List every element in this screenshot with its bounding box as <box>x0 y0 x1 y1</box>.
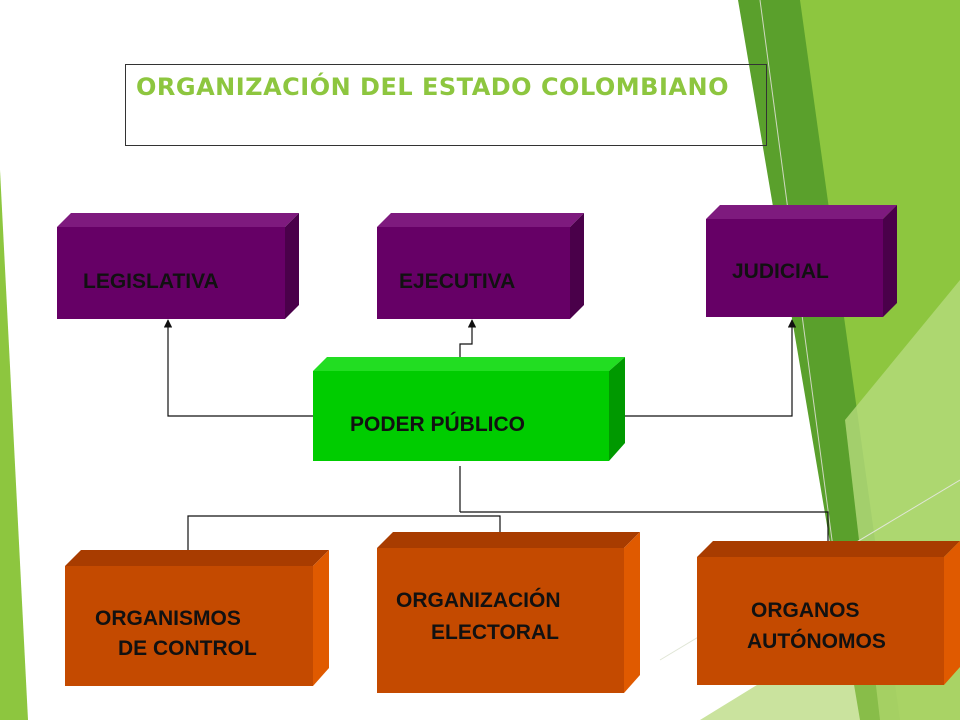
box-legislativa: LEGISLATIVA <box>57 213 299 324</box>
box-poder-publico: PODER PÚBLICO <box>313 357 625 468</box>
box-legislativa-top <box>57 213 299 227</box>
diagram-title: ORGANIZACIÓN DEL ESTADO COLOMBIANO <box>136 73 729 101</box>
connector-to-legislativa <box>163 319 313 417</box>
box-legislativa-front <box>57 227 285 319</box>
label-organizacion-line1: ORGANIZACIÓN <box>396 589 561 612</box>
box-ejecutiva-shape <box>377 213 584 319</box>
label-judicial: JUDICIAL <box>732 260 829 283</box>
box-ejecutiva-side <box>570 213 584 319</box>
box-poder-publico-shape <box>313 357 625 461</box>
box-organismos-control: ORGANISMOS DE CONTROL <box>65 550 329 691</box>
box-judicial: JUDICIAL <box>706 205 897 322</box>
box-organismos-control-side <box>313 550 329 686</box>
box-poder-publico-side <box>609 357 625 461</box>
label-poder-publico: PODER PÚBLICO <box>350 413 526 436</box>
box-ejecutiva-front <box>377 227 570 319</box>
box-legislativa-shape <box>57 213 299 319</box>
box-ejecutiva-top <box>377 213 584 227</box>
box-organizacion-electoral-front <box>377 548 624 693</box>
box-organos-autonomos: ORGANOS AUTÓNOMOS <box>697 541 960 690</box>
connector-to-organos-autonomos <box>460 511 836 555</box>
box-poder-publico-front <box>313 371 609 461</box>
label-legislativa: LEGISLATIVA <box>83 270 219 293</box>
bg-left-green-triangle <box>0 170 28 720</box>
box-organismos-control-shape <box>65 550 329 686</box>
label-ejecutiva: EJECUTIVA <box>399 270 516 293</box>
box-organizacion-electoral-side <box>624 532 640 693</box>
label-organos-line1: ORGANOS <box>751 599 860 622</box>
box-judicial-shape <box>706 205 897 317</box>
box-poder-publico-top <box>313 357 625 371</box>
box-organismos-control-top <box>65 550 329 566</box>
label-organismos-line2: DE CONTROL <box>118 637 257 660</box>
label-organos-line2: AUTÓNOMOS <box>747 630 886 653</box>
box-ejecutiva: EJECUTIVA <box>377 213 584 324</box>
box-judicial-top <box>706 205 897 219</box>
box-organismos-control-front <box>65 566 313 686</box>
box-organizacion-electoral-shape <box>377 532 640 693</box>
box-organos-autonomos-shape <box>697 541 960 685</box>
box-judicial-front <box>706 219 883 317</box>
box-organizacion-electoral: ORGANIZACIÓN ELECTORAL <box>377 532 640 698</box>
box-legislativa-side <box>285 213 299 319</box>
box-organos-autonomos-top <box>697 541 960 557</box>
box-organos-autonomos-side <box>944 541 960 685</box>
box-organos-autonomos-front <box>697 557 944 685</box>
label-organizacion-line2: ELECTORAL <box>431 621 559 644</box>
title-box: ORGANIZACIÓN DEL ESTADO COLOMBIANO <box>125 64 767 146</box>
label-organismos-line1: ORGANISMOS <box>95 607 241 630</box>
box-judicial-side <box>883 205 897 317</box>
connector-to-judicial <box>608 319 797 417</box>
box-organizacion-electoral-top <box>377 532 640 548</box>
